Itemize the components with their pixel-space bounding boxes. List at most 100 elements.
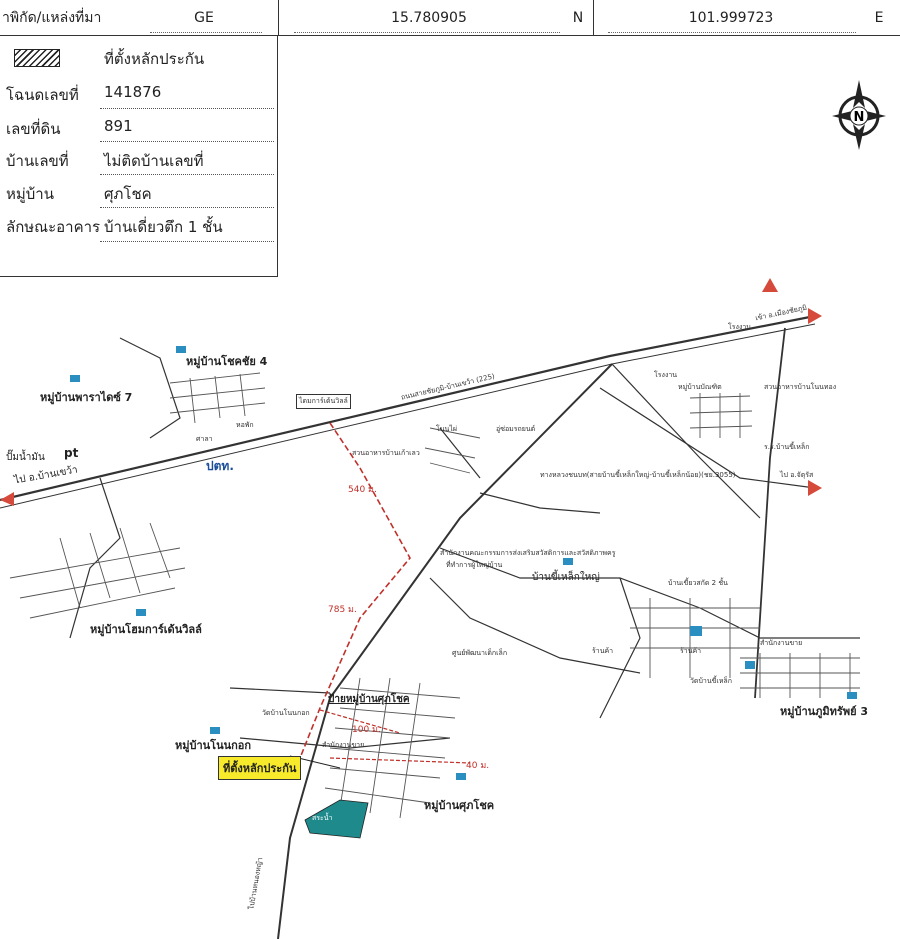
sales-office-label: สำนักงานขาย	[322, 741, 365, 749]
chokchai-road	[119, 337, 181, 439]
dotted-line	[608, 32, 856, 33]
garden-label: ไดมการ์เด้นวิลล์	[296, 394, 351, 409]
restaurant-label: สวนอาหารบ้านเก้าเลว	[352, 449, 420, 457]
nonpai-label: โนนไผ่	[436, 425, 457, 433]
info-label-village: หมู่บ้าน	[6, 185, 54, 203]
shop-label-2: ร้านค้า	[680, 647, 702, 655]
arrow-west-icon	[0, 492, 14, 506]
arrow-east-icon	[808, 308, 822, 324]
north-compass-icon: N	[832, 80, 886, 150]
small-grid	[424, 427, 481, 474]
homegarden-road	[69, 477, 121, 639]
info-value-deed: 141876	[104, 83, 162, 101]
pt-brand: pt	[64, 446, 79, 460]
village-chokchai4: หมู่บ้านโชคชัย 4	[186, 355, 268, 368]
dotted-line	[100, 207, 274, 208]
wat-road	[229, 687, 331, 694]
divider	[278, 0, 279, 36]
local-road	[429, 577, 641, 674]
village-homegarden: หมู่บ้านโฮมการ์เด้นวิลล์	[90, 623, 202, 636]
location-map: หมู่บ้านโชคชัย 4 หมู่บ้านพาราไดซ์ 7 หมู่…	[0, 278, 900, 939]
info-value-house-no: ไม่ติดบ้านเลขที่	[104, 152, 204, 170]
info-value-building: บ้านเดี่ยวตึก 1 ชั้น	[104, 218, 223, 236]
sales-office-label-2: สำนักงานขาย	[760, 639, 803, 647]
village-access-road	[239, 737, 451, 749]
info-label-land-no: เลขที่ดิน	[6, 120, 61, 138]
road-to-jatturat: ไป อ.จัตุรัส	[780, 471, 814, 479]
house-type-label: บ้านเขี้ยวสกัด 2 ชั้น	[668, 579, 728, 587]
dotted-line	[100, 174, 274, 175]
arrow-north-icon	[762, 278, 778, 292]
longitude-value: 101.999723	[688, 9, 774, 26]
village-nonkok: หมู่บ้านโนนกอก	[175, 739, 252, 752]
banphi-grid	[630, 598, 760, 678]
village-banphi: บ้านขี้เหล็กใหญ่	[532, 572, 600, 583]
map-drawing	[0, 278, 860, 939]
coordinate-bar: าพิกัด/แหล่งที่มา GE 15.780905 N 101.999…	[0, 0, 900, 36]
village-paradise7: หมู่บ้านพาราไดซ์ 7	[40, 391, 133, 404]
phumiphat-grid	[740, 653, 860, 698]
bundit-grid	[689, 393, 753, 438]
south-road	[277, 363, 613, 939]
dotted-line	[294, 32, 560, 33]
info-label-building: ลักษณะอาคาร	[6, 218, 101, 236]
local-road	[479, 492, 601, 514]
north-south-road	[754, 327, 786, 699]
distance-540: 540 ม.	[348, 485, 377, 495]
village-suppachok: หมู่บ้านศุภโชค	[424, 799, 495, 812]
coordinate-source-value: GE	[194, 9, 214, 26]
longitude-unit: E	[874, 9, 884, 26]
distance-100: 100 ม.	[352, 725, 381, 735]
info-value-village: ศุภโชค	[104, 185, 152, 203]
pond-label: สระน้ำ	[312, 814, 333, 822]
dotted-line	[100, 141, 274, 142]
info-label-deed: โฉนดเลขที่	[6, 86, 79, 104]
ptt-brand: ปตท.	[206, 459, 234, 473]
village-phumiphat3: หมู่บ้านภูมิทรัพย์ 3	[780, 705, 869, 718]
sala-label: ศาลา	[196, 435, 213, 443]
homegarden-grid	[9, 522, 186, 619]
route-line-short	[329, 757, 471, 764]
rural-road	[599, 387, 816, 489]
compass-letter: N	[854, 110, 865, 125]
village-road	[439, 547, 860, 639]
chokchai-grid	[169, 372, 266, 424]
info-label-house-no: บ้านเลขที่	[6, 152, 69, 170]
bundit-village-label: หมู่บ้านบัณฑิต	[678, 383, 722, 391]
headman-office-label: ที่ทำการผู้ใหญ่บ้าน	[446, 561, 503, 569]
wat-banphi-label: วัดบ้านขี้เหล็ก	[690, 677, 732, 685]
pond	[304, 799, 369, 839]
shop-label: ร้านค้า	[592, 647, 614, 655]
dorm-label: หอพัก	[236, 421, 254, 429]
village-house-icons	[70, 346, 857, 780]
factory-label: โรงงาน	[654, 371, 678, 379]
route-line	[299, 422, 411, 759]
wat-nonkok-label: วัดบ้านโนนกอก	[262, 709, 310, 717]
suppachok-grid	[324, 677, 461, 819]
local-road	[439, 427, 481, 479]
road-secondary-label: ทางหลวงชนบท(สายบ้านขี้เหล็กใหญ่-บ้านขี้เ…	[540, 471, 736, 479]
hatched-legend-swatch	[14, 49, 60, 67]
route-line-100	[319, 709, 401, 734]
dotted-line	[150, 32, 262, 33]
school-label: ร.ร.บ้านขี้เหล็ก	[764, 443, 810, 451]
collateral-location-label: ที่ตั้งหลักประกัน	[218, 756, 302, 780]
info-value-land-no: 891	[104, 117, 133, 135]
latitude-unit: N	[572, 9, 584, 26]
main-highway	[0, 314, 816, 502]
gas-station-label: ปั๊มน้ำมัน	[6, 452, 45, 463]
dotted-line	[100, 108, 274, 109]
childcare-label: ศูนย์พัฒนาเด็กเล็ก	[452, 649, 508, 657]
teacher-office-label: สำนักงานคณะกรรมการส่งเสริมสวัสดิการและสว…	[440, 549, 616, 557]
village-sign-label: ป้ายหมู่บ้านศุภโชค	[328, 694, 410, 705]
distance-40: 40 ม.	[466, 761, 490, 771]
coordinate-source-label: าพิกัด/แหล่งที่มา	[2, 9, 102, 26]
latitude-value: 15.780905	[391, 9, 467, 26]
dotted-line	[100, 241, 274, 242]
arrow-east-icon-2	[808, 480, 822, 496]
distance-785: 785 ม.	[328, 605, 357, 615]
divider	[593, 0, 594, 36]
east-road	[611, 363, 761, 519]
garage-label: อู่ซ่อมรถยนต์	[496, 425, 536, 433]
property-info-box: ที่ตั้งหลักประกัน โฉนดเลขที่ 141876 เลขท…	[0, 36, 278, 277]
